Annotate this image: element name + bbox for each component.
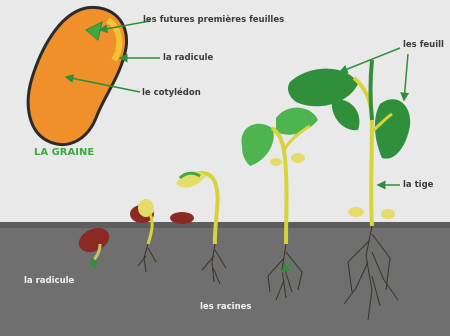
label-racines: les racines xyxy=(200,302,251,312)
label-futures-feuilles: les futures premières feuilles xyxy=(143,15,284,25)
label-radicule-soil: la radicule xyxy=(24,276,74,286)
label-radicule-seed: la radicule xyxy=(163,53,213,63)
label-feuilles: les feuill xyxy=(403,40,444,50)
label-graine-title: LA GRAINE xyxy=(34,148,94,158)
label-tige: la tige xyxy=(403,180,433,190)
label-cotyledon: le cotylédon xyxy=(142,88,201,98)
